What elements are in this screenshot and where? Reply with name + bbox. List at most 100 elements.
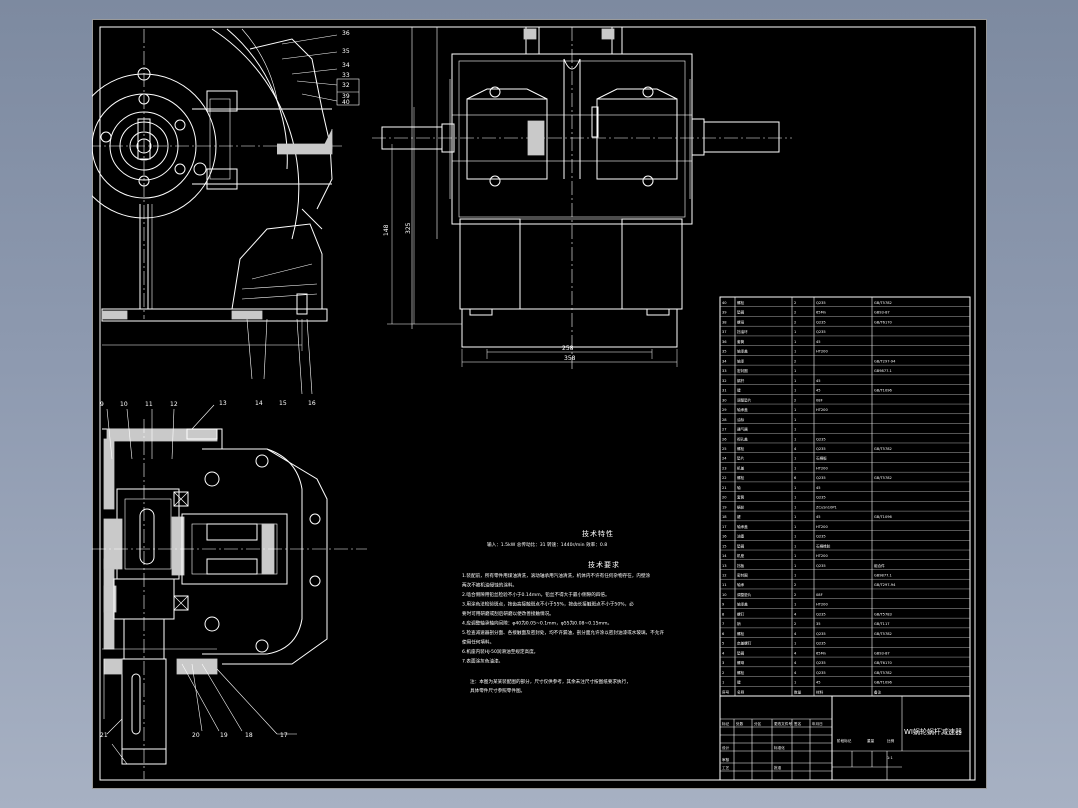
parts-cell: 螺栓: [737, 300, 745, 305]
parts-cell: 2: [794, 301, 796, 305]
parts-cell: 机座: [737, 553, 745, 558]
callout-12: 12: [170, 401, 178, 408]
parts-cell: Q235: [816, 320, 826, 324]
parts-cell: GB/T6170: [874, 661, 893, 665]
parts-cell: 石棉板: [816, 456, 827, 461]
parts-cell: 视孔盖: [737, 436, 748, 441]
tb-zone: 分区: [754, 721, 762, 726]
parts-cell: 7: [722, 622, 724, 626]
dim-148: 148: [383, 224, 390, 236]
tb-stage: 阶段标记: [837, 738, 852, 743]
parts-cell: 1: [794, 379, 796, 383]
parts-cell: 4: [794, 671, 797, 675]
tb-review: 审核: [722, 757, 730, 762]
parts-cell: 键: [737, 680, 741, 685]
end-view-top-left: 36 35 34 33 32 31 39 40: [92, 28, 360, 395]
parts-cell: 蜗轮: [737, 504, 745, 509]
parts-cell: 垫片: [737, 456, 745, 461]
parts-cell: HT200: [816, 554, 828, 558]
callout-39: 39: [342, 93, 350, 100]
parts-cell: GB/T297-94: [874, 359, 896, 363]
parts-cell: GB9877.1: [874, 573, 892, 577]
parts-cell: 17: [722, 525, 727, 529]
parts-cell: HT200: [816, 350, 828, 354]
parts-cell: Q235: [816, 437, 826, 441]
parts-cell: 油标: [737, 417, 745, 422]
parts-cell: 20: [722, 496, 727, 500]
parts-cell: 2: [794, 622, 796, 626]
parts-cell: 6: [722, 632, 725, 636]
callout-20: 20: [192, 732, 200, 739]
parts-cell: 1: [794, 573, 796, 577]
parts-cell: 螺栓: [737, 670, 745, 675]
parts-cell: 16: [722, 535, 727, 539]
tb-standard: 标准化: [774, 745, 785, 750]
parts-cell: 4: [722, 651, 725, 655]
parts-cell: 45: [816, 681, 821, 685]
parts-cell: 1: [794, 408, 796, 412]
tech-req-lines: 1.装配前，所有零件用煤油清洗，滚动轴承用汽油清洗，机体内不许有任何杂物存在，内…: [462, 572, 664, 665]
parts-cell: 螺栓: [737, 446, 745, 451]
parts-cell: 1: [794, 496, 796, 500]
parts-cell: 垫圈: [737, 650, 745, 655]
callout-18: 18: [245, 732, 253, 739]
parts-cell: 垫圈: [737, 310, 745, 315]
parts-cell: 轴承盖: [737, 602, 748, 607]
callout-9: 9: [100, 401, 104, 408]
tech-req-line: 两次不被机油侵蚀的涂料。: [462, 582, 517, 589]
parts-cell: 挡板: [737, 563, 745, 568]
parts-cell: 1: [794, 340, 796, 344]
parts-cell: 1: [794, 603, 796, 607]
parts-header-cell: 序号: [722, 689, 730, 694]
parts-cell: 1: [794, 564, 796, 568]
parts-cell: 组合件: [874, 563, 885, 568]
parts-cell: 45: [816, 486, 821, 490]
parts-cell: 轴承盖: [737, 349, 748, 354]
parts-cell: 22: [722, 476, 727, 480]
parts-cell: 挡油环: [737, 329, 748, 334]
parts-cell: 2: [794, 398, 796, 402]
parts-cell: HT200: [816, 408, 828, 412]
callout-14: 14: [255, 400, 263, 407]
drawing-name: WI蜗轮蜗杆减速器: [904, 727, 962, 736]
parts-cell: 2: [722, 671, 724, 675]
parts-cell: 油塞: [737, 534, 745, 539]
parts-cell: 通气器: [737, 427, 748, 432]
parts-cell: 19: [722, 505, 727, 509]
parts-cell: GB/T5782: [874, 671, 892, 675]
parts-cell: 1: [794, 428, 796, 432]
parts-cell: Q235: [816, 612, 826, 616]
tech-req-line: 3.用涂色法检验斑点，按齿高接触斑点不小于55%，按齿长接触斑点不小于50%，必: [462, 601, 634, 608]
parts-cell: GB93-87: [874, 311, 890, 315]
parts-cell: 调整垫片: [737, 397, 752, 402]
tb-approve: 批准: [774, 765, 782, 770]
tb-scale-label: 比例: [887, 738, 895, 743]
parts-cell: GB/T1096: [874, 389, 893, 393]
parts-cell: 1: [722, 681, 724, 685]
parts-cell: 28: [722, 418, 727, 422]
parts-cell: 1: [794, 525, 796, 529]
parts-cell: 08F: [816, 593, 823, 597]
parts-cell: 1: [794, 466, 796, 470]
tech-req-line: 5.检查减速器剖分面、各接触面及密封处，均不许漏油，剖分面允许涂以密封油漆或水玻…: [462, 629, 664, 636]
parts-cell: 机盖: [737, 465, 745, 470]
parts-cell: 1: [794, 505, 796, 509]
parts-cell: 1: [794, 535, 796, 539]
parts-cell: GB9877.1: [874, 369, 892, 373]
parts-cell: 29: [722, 408, 727, 412]
parts-cell: 轴: [737, 485, 741, 490]
parts-cell: 32: [722, 379, 727, 383]
parts-cell: Q235: [816, 301, 826, 305]
sheet-border: [92, 19, 987, 789]
parts-cell: 13: [722, 564, 727, 568]
callout-19: 19: [220, 732, 228, 739]
section-view-bottom: 9 10 11 12 13 14 15 16 17 18 19 20 21: [92, 400, 367, 779]
callout-13: 13: [219, 400, 227, 407]
tech-req-line: 要时可用研磨或刮后研磨以便改善接触情况。: [462, 610, 554, 617]
parts-header-cell: 数量: [794, 689, 802, 694]
parts-cell: 45: [816, 379, 821, 383]
callout-17: 17: [280, 732, 288, 739]
parts-cell: 垫圈: [737, 543, 745, 548]
tech-req-line: 6.机座内装HJ-50润滑油至规定高度。: [462, 648, 538, 655]
